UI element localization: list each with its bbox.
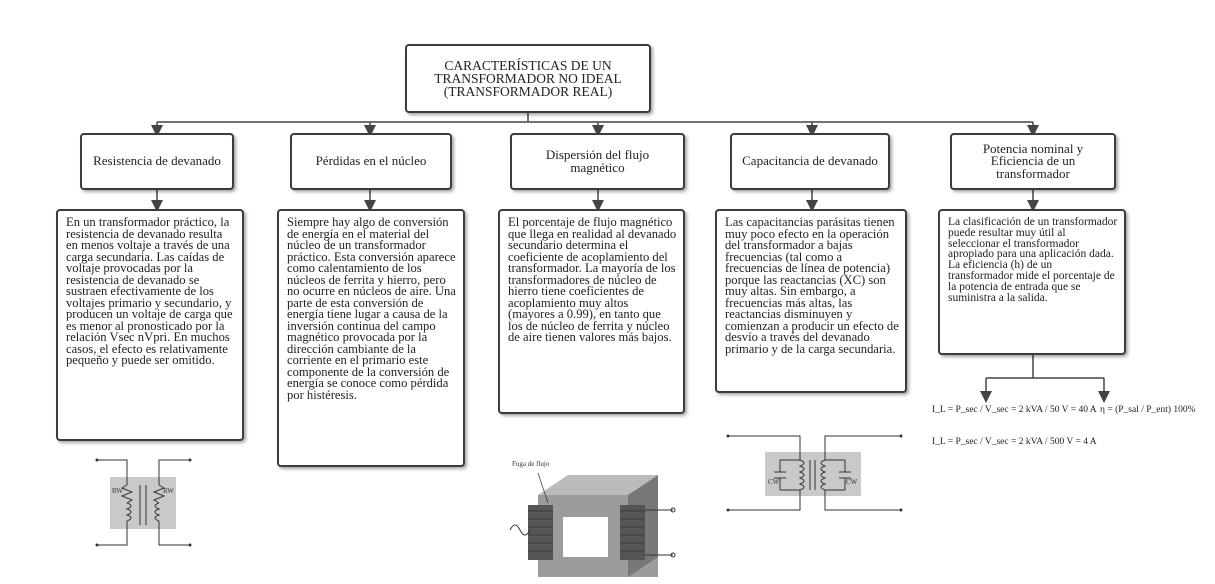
formula-efficiency-text: η = (P_sal / P_ent) 100% [1100,405,1196,415]
rw-label-left-text: RW [112,487,123,495]
formula-current-40a: I_L = P_sec / V_sec = 2 kVA / 50 V = 40 … [932,405,1097,415]
cw-label-right-text: CW [846,478,858,486]
text-potencia-content: La clasificación de un transformador pue… [948,216,1118,304]
flux-leakage-label-text: Fuga de flujo [512,460,550,468]
formula-current-40a-text: I_L = P_sec / V_sec = 2 kVA / 50 V = 40 … [932,405,1097,415]
flux-leakage-label: Fuga de flujo [512,460,549,468]
heading-perdidas: Pérdidas en el núcleo [290,133,452,190]
heading-dispersion-text: Dispersión del flujo magnético [545,147,650,175]
text-capacitancia: Las capacitancias parásitas tienen muy p… [715,209,907,393]
heading-resistencia-text: Resistencia de devanado [93,153,221,169]
text-resistencia: En un transformador práctico, la resiste… [56,209,244,441]
text-capacitancia-content: Las capacitancias parásitas tienen muy p… [725,215,899,356]
text-dispersion: El porcentaje de flujo magnético que lle… [498,209,685,414]
text-perdidas: Siempre hay algo de conversión de energí… [277,209,465,467]
diagram-title: CARACTERÍSTICAS DE UN TRANSFORMADOR NO I… [405,44,651,113]
winding-capacitance-figure [726,434,903,512]
heading-resistencia: Resistencia de devanado [80,133,234,190]
heading-capacitancia-text: Capacitancia de devanado [742,153,878,169]
rw-label-left: RW [112,487,123,495]
rw-label-right: RW [163,487,174,495]
winding-resistance-figure [95,458,192,547]
formula-current-4a-text: I_L = P_sec / V_sec = 2 kVA / 500 V = 4 … [932,437,1097,447]
heading-perdidas-text: Pérdidas en el núcleo [315,153,427,169]
formula-efficiency: η = (P_sal / P_ent) 100% [1100,405,1196,415]
diagram-title-text: CARACTERÍSTICAS DE UN TRANSFORMADOR NO I… [434,58,622,99]
formula-current-4a: I_L = P_sec / V_sec = 2 kVA / 500 V = 4 … [932,437,1097,447]
text-potencia: La clasificación de un transformador pue… [938,209,1126,355]
cw-label-right: CW [846,478,857,486]
heading-potencia: Potencia nominal y Eficiencia de un tran… [950,133,1116,190]
flux-leakage-figure [509,472,676,577]
cw-label-left-text: CW [768,478,780,486]
text-resistencia-content: En un transformador práctico, la resiste… [66,215,233,367]
heading-dispersion: Dispersión del flujo magnético [510,133,685,190]
heading-capacitancia: Capacitancia de devanado [730,133,890,190]
text-dispersion-content: El porcentaje de flujo magnético que lle… [508,215,677,344]
heading-potencia-text: Potencia nominal y Eficiencia de un tran… [982,140,1084,181]
rw-label-right-text: RW [163,487,174,495]
cw-label-left: CW [768,478,779,486]
text-perdidas-content: Siempre hay algo de conversión de energí… [287,215,456,402]
